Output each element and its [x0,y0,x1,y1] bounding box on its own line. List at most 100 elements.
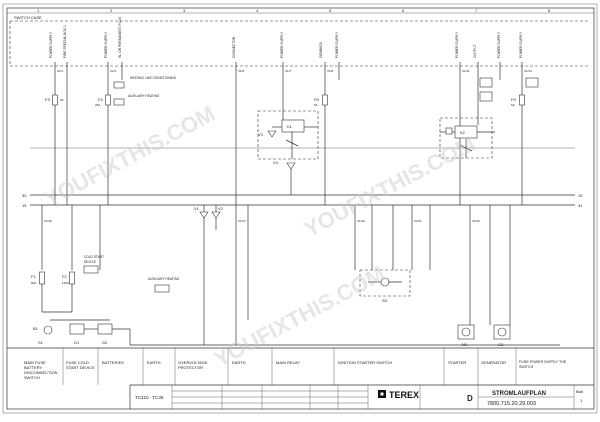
fuse-f1: F1 80A [31,271,45,312]
top-labels: POWER SUPPLY FIRE SPECIAL BOX 1 POWER SU… [49,16,523,58]
fuse-rating: 5A [314,103,318,107]
terminal-label: X1/15 [44,219,52,223]
label-aux-heating: AUXILIARY HEATING [128,94,160,98]
diode-v3: V3 [258,132,264,137]
section-overvoltage: OVERVOLTAGE PROTECTOR [178,360,208,370]
col-number: 5 [329,8,332,13]
section-fuse-cold-start: FUSE COLD START DEVICE [66,360,95,370]
terminal-label: X1/19 [357,219,365,223]
bus-right-15: 15 [578,193,583,198]
terminal-label: X1/13 [524,69,532,73]
connector-heating [113,81,125,89]
overvoltage-diodes: V1 V2 [194,205,224,320]
terminal-label: X1/9 [327,69,334,73]
fuse-f8: F8 5A [314,94,328,107]
document-title: STROMLAUFPLAN [492,391,546,397]
col-number: 2 [110,8,113,13]
section-main-fuse: MAIN FUSE BATTERY DISCONNECTION SWITCH [24,360,58,380]
top-label: POWER SUPPLY [104,31,108,58]
connector-aux [113,98,125,106]
col-number: 8 [548,8,551,13]
relay-name: K1 [287,124,293,129]
section-starter: STARTER [448,360,466,365]
component-m1: M1 [462,342,468,347]
fuse-f4: F4 25A [95,94,111,107]
fuse-name: F8 [314,97,319,102]
col-number: 7 [475,8,478,13]
vertical-wires [54,62,523,205]
battery-switch-s1 [43,325,53,335]
connector-right-2 [479,91,493,102]
switch-case-label: SWITCH CASE [14,15,42,20]
component-g3: G3 [498,342,504,347]
diode-v2: V2 [218,206,224,211]
top-label: FIRE SPECIAL BOX 1 [63,25,67,58]
terminals-bottom: X1/15 X1/17 X1/19 X1/21 X1/23 [44,219,480,223]
top-label: GEARBOX [319,41,323,58]
terminal-label: X1/21 [414,219,422,223]
revision-letter: D [467,394,473,403]
label-cold-start: COLD START [84,255,104,259]
col-number: 4 [256,8,259,13]
battery-section: S1 B1 G1 G2 [33,311,131,345]
component-s1: S1 [38,340,44,345]
relay-name: K2 [460,130,466,135]
section-earth-1: EARTH [147,360,161,365]
section-labels: MAIN FUSE BATTERY DISCONNECTION SWITCH F… [24,360,566,380]
diode-v4: V4 [273,160,279,165]
aux-heating-connector [154,284,170,293]
sheet-value: 1 [580,398,583,403]
terminals-top: X1/1 X1/3 X1/5 X1/7 X1/9 X1/11 X1/13 [57,69,532,73]
fuse-rating: 5A [60,98,64,102]
fuse-f9: F9 5A [511,94,525,107]
terminal-label: X1/17 [238,219,246,223]
bus-left-15: 15 [22,203,27,208]
terminal-label: X1/5 [238,69,245,73]
section-dividers [62,348,517,385]
component-g2: G2 [102,340,108,345]
label-device: DEVICE [84,260,96,264]
label-heating-ac: HEATING / AIR CONDITIONING [130,76,177,80]
top-label: OUTPUT [473,44,477,58]
document-number: 7800.715.20.29.003 [487,401,536,407]
ignition-switch: S3 [359,269,411,303]
connector-right-1 [479,77,493,88]
brand-name: TEREX [389,390,419,400]
bus-right-31: 31 [578,203,583,208]
column-numbers: 1 2 3 4 5 6 7 8 [37,8,551,13]
terminal-label: X1/23 [472,219,480,223]
fuse-name: F2 [62,274,67,279]
relay-k1 [281,119,305,133]
fuse-f3: F3 5A [45,94,64,106]
connector-right-3 [525,77,539,88]
section-generator: GENERATOR [481,360,506,365]
col-number: 3 [183,8,186,13]
inner-frame [6,7,595,410]
battery-g2 [97,323,113,335]
cold-start-device [83,265,99,274]
top-label: POWER SUPPLY [335,31,339,58]
fuse-name: F3 [45,97,50,102]
component-b1: B1 [33,326,39,331]
col-number: 1 [37,8,40,13]
fuse-rating: 125A [62,281,69,285]
title-block-grid [171,385,575,409]
terminal-label: X1/1 [57,69,64,73]
top-label: POWER SUPPLY [455,31,459,58]
watermark-text: YOUFIXTHIS.COM [210,261,389,372]
fuse-name: F9 [511,97,516,102]
fuse-rating: 5A [511,103,515,107]
top-label: POWER SUPPLY [497,31,501,58]
top-label: CONNECTOR [232,36,236,58]
outer-frame [2,3,598,414]
section-main-relay: MAIN RELAY [276,360,300,365]
fuse-rating: 80A [31,281,36,285]
fuse-f2: F2 125A [62,271,75,312]
model-label: TC210 - TC35 [135,395,164,400]
relay-k2-group: K2 [439,117,495,159]
terex-logo: TEREX [378,390,419,400]
relay-k1-group: K1 V3 V4 [257,110,319,195]
component-s3: S3 [382,298,388,303]
